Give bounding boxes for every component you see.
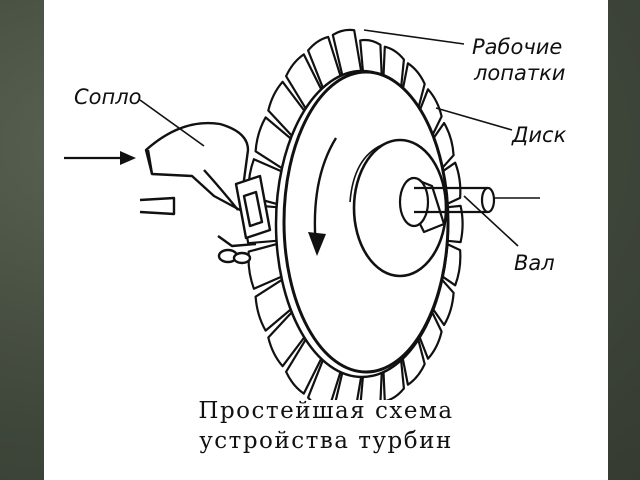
rotor-blade <box>418 88 443 137</box>
rotor-blade <box>401 62 426 110</box>
rotor-blade <box>446 204 464 244</box>
rotor-blade <box>359 371 383 400</box>
steam-flow-arrow-icon <box>64 151 136 165</box>
rotor-blades <box>245 28 464 400</box>
shaft <box>398 176 540 234</box>
rotor-blade <box>401 338 426 386</box>
rotor-blade <box>432 121 455 170</box>
rotor-blade <box>334 371 363 400</box>
rotor-blade <box>285 53 323 110</box>
label-blades-line2: лопатки <box>473 61 565 85</box>
rotor-blade <box>418 311 443 360</box>
nozzle <box>139 121 272 265</box>
rotor-blade <box>267 311 306 368</box>
leader-lines <box>139 29 519 247</box>
rotor-blade <box>254 116 292 170</box>
rotor-blade <box>307 359 342 400</box>
label-nozzle: Сопло <box>74 85 142 109</box>
rotor-blade <box>247 243 283 290</box>
label-blades-line1: Рабочие <box>472 35 562 59</box>
label-disk: Диск <box>511 123 567 147</box>
rotor-blade <box>254 278 292 332</box>
slide-canvas: Сопло Рабочие лопатки Диск Вал Простейша… <box>44 0 608 480</box>
rotor-blade <box>331 28 363 77</box>
caption-line-2: устройства турбин <box>199 428 453 454</box>
rotor-blade <box>307 35 342 89</box>
rotor-blade <box>267 80 306 137</box>
turbine-diagram: Сопло Рабочие лопатки Диск Вал <box>64 28 567 400</box>
caption-line-1: Простейшая схема <box>198 398 454 424</box>
label-shaft: Вал <box>514 251 555 275</box>
hub-shading <box>349 141 391 203</box>
rotation-arrow-icon <box>308 137 338 256</box>
rotor-blade <box>285 338 323 395</box>
rotor-blade <box>432 278 455 327</box>
figure-caption: Простейшая схема устройства турбин <box>44 396 608 456</box>
rotor-blade <box>359 38 383 77</box>
